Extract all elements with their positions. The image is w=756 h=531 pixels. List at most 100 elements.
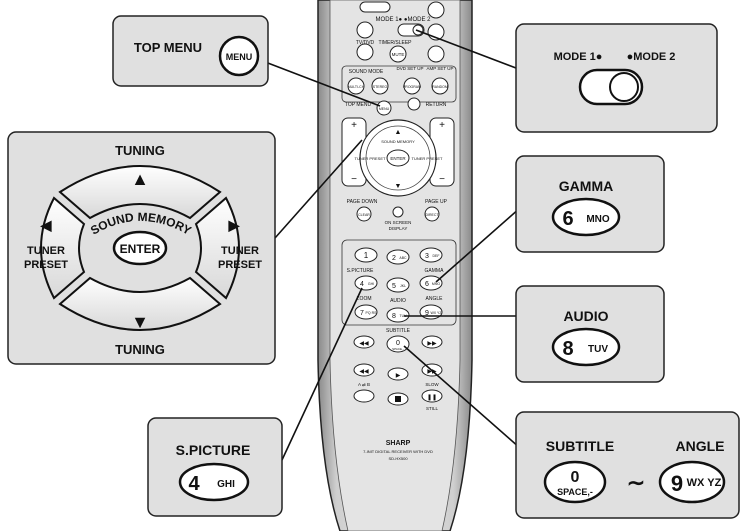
pause-icon: ❚❚: [427, 394, 437, 401]
keypad-key-8-letters: TUV: [400, 314, 408, 318]
still-label: STILL: [426, 406, 439, 411]
keypad-subtitle-label: SUBTITLE: [386, 328, 411, 334]
on-screen-button[interactable]: [392, 206, 404, 218]
callout-leader-lines: [259, 29, 521, 461]
keypad-key-2[interactable]: 2 ABC: [386, 249, 410, 265]
callout-angle-label: ANGLE: [676, 438, 725, 454]
stereo-label: STEREO: [373, 85, 388, 89]
dvd-setup-label: DVD SET UP: [397, 66, 424, 71]
menu-label: MENU: [379, 107, 390, 111]
keypad-key-7[interactable]: 7 PQ RS: [354, 304, 378, 320]
callout-spicture-label: S.PICTURE: [176, 442, 251, 458]
callout-audio-label: AUDIO: [563, 308, 608, 324]
keypad-angle-label: ANGLE: [426, 296, 444, 302]
keypad-key-9-letters: WX YZ: [430, 311, 442, 315]
callout-audio-digit: 8: [562, 338, 573, 360]
keypad-key-3[interactable]: 3 DEF: [419, 247, 443, 263]
direct-label: DIRECT: [425, 213, 439, 217]
skip-back-icon: ◀◀: [359, 369, 369, 375]
callout-gamma: GAMMA 6 MNO: [515, 155, 665, 253]
return-button[interactable]: [407, 97, 421, 111]
menu-button[interactable]: [376, 100, 392, 116]
keypad-key-5[interactable]: 5 JKL: [386, 277, 410, 293]
keypad-key-8[interactable]: 8 TUV: [386, 307, 410, 323]
keypad-key-1[interactable]: 1: [354, 247, 378, 263]
power-button[interactable]: [356, 21, 374, 39]
skip-back-button[interactable]: [353, 363, 375, 377]
clear-label: CLEAR: [358, 213, 370, 217]
callout-tuner-right-label: TUNER: [221, 245, 259, 257]
sound-mode-group: [341, 65, 457, 103]
tv-dvd-round-button[interactable]: [356, 43, 374, 61]
keypad-key-4[interactable]: 4 GHI: [354, 275, 378, 291]
callout-tuner-right-pad: [194, 196, 240, 300]
leader-tuning: [274, 139, 363, 239]
callout-key-0: [543, 460, 607, 504]
keypad-key-6-letters: MNO: [432, 282, 440, 286]
callout-enter-label: ENTER: [120, 242, 161, 256]
direct-button[interactable]: [424, 206, 440, 222]
callout-tuning-down-arrow: ▼: [131, 312, 149, 332]
keypad-key-0[interactable]: 0 SPACE,-: [386, 335, 410, 353]
callout-menu-button: [218, 35, 260, 77]
callout-tuning: TUNING TUNING ▲ ▼ ◀ TUNER PRESET ▶ TUNER…: [7, 131, 276, 365]
leader-spicture: [281, 287, 363, 461]
keypad-key-6[interactable]: 6 MNO: [419, 275, 443, 291]
keypad-key-2-letters: ABC: [399, 256, 407, 260]
up-button[interactable]: [427, 1, 445, 19]
clear-button[interactable]: [356, 206, 372, 222]
top-menu-label: TOP MENU: [345, 102, 372, 108]
keypad-key-9[interactable]: 9 WX YZ: [419, 304, 443, 320]
keypad-key-7-digit: 7: [360, 310, 364, 317]
model-description: 7-INIT DIGITAL RECEIVER WITH DVD: [363, 449, 433, 454]
on-screen-label: ON SCREEN: [385, 220, 412, 225]
nav-down-arrow: ▼: [395, 183, 402, 190]
vol-plus-left: +: [351, 120, 357, 131]
repeat-button[interactable]: [353, 389, 375, 403]
callout-tuner-left-label: TUNER: [27, 245, 65, 257]
callout-top-menu-label: TOP MENU: [134, 40, 202, 55]
program-button[interactable]: [403, 77, 421, 95]
callout-tuning-bottom-label: TUNING: [115, 342, 165, 357]
remote-nav-cluster: + − + − ▲ ▼ SOUND MEMORY TUNER PRESET TU…: [341, 117, 455, 231]
stereo-button[interactable]: [371, 77, 389, 95]
callout-tuner-left-label-2: PRESET: [24, 259, 68, 271]
down-button[interactable]: [427, 45, 445, 63]
skip-forward-icon: ▶▶: [427, 369, 437, 375]
pause-button[interactable]: [421, 389, 443, 403]
remote-transport: ◀◀ ▶▶ ◀◀ ▶ ▶▶ A ⇌ B SLOW ❚❚ STILL SHARP …: [353, 335, 443, 461]
random-button[interactable]: [431, 77, 449, 95]
nav-up-arrow: ▲: [395, 129, 402, 136]
keypad-spicture-label: S.PICTURE: [347, 268, 374, 274]
fast-forward-button[interactable]: [421, 335, 443, 349]
keypad-key-3-digit: 3: [425, 253, 429, 260]
keypad-gamma-label: GAMMA: [425, 268, 445, 274]
callout-tuning-down-pad: [58, 276, 222, 331]
vol-minus-left: −: [351, 174, 357, 185]
nav-enter-button[interactable]: [386, 149, 410, 167]
timer-sleep-label: TIMER/SLEEP: [378, 40, 412, 46]
fast-forward-icon: ▶▶: [427, 341, 437, 347]
keypad-zoom-label: ZOOM: [357, 296, 372, 302]
remote-top-section: MODE 1● ●MODE 2 TV/DVD TIMER/SLEEP MUTE …: [341, 1, 457, 116]
callout-subtitle-angle: SUBTITLE ANGLE 0 SPACE,- ∼ 9 WX YZ: [515, 411, 740, 519]
callout-audio-letters: TUV: [588, 344, 608, 355]
model-number: SD-HX500: [388, 456, 408, 461]
multi-ch-button[interactable]: [347, 77, 365, 95]
callout-spicture-letters: GHI: [217, 479, 235, 490]
tv-dvd-label: TV/DVD: [356, 40, 375, 46]
callout-tilde: ∼: [627, 470, 645, 495]
callout-key-9-letters: WX YZ: [687, 477, 722, 489]
sound-mode-label: SOUND MODE: [349, 69, 384, 75]
callout-spicture: S.PICTURE 4 GHI: [147, 417, 283, 517]
rewind-button[interactable]: [353, 335, 375, 349]
callout-audio-key: [551, 327, 621, 367]
slow-label: SLOW: [425, 382, 439, 387]
tv-dvd-button[interactable]: [359, 1, 391, 13]
mute-button[interactable]: [389, 45, 407, 63]
keypad-audio-label: AUDIO: [390, 298, 406, 304]
leader-gamma: [435, 207, 521, 283]
play-button[interactable]: [387, 367, 409, 381]
keypad-key-4-letters: GHI: [368, 282, 374, 286]
